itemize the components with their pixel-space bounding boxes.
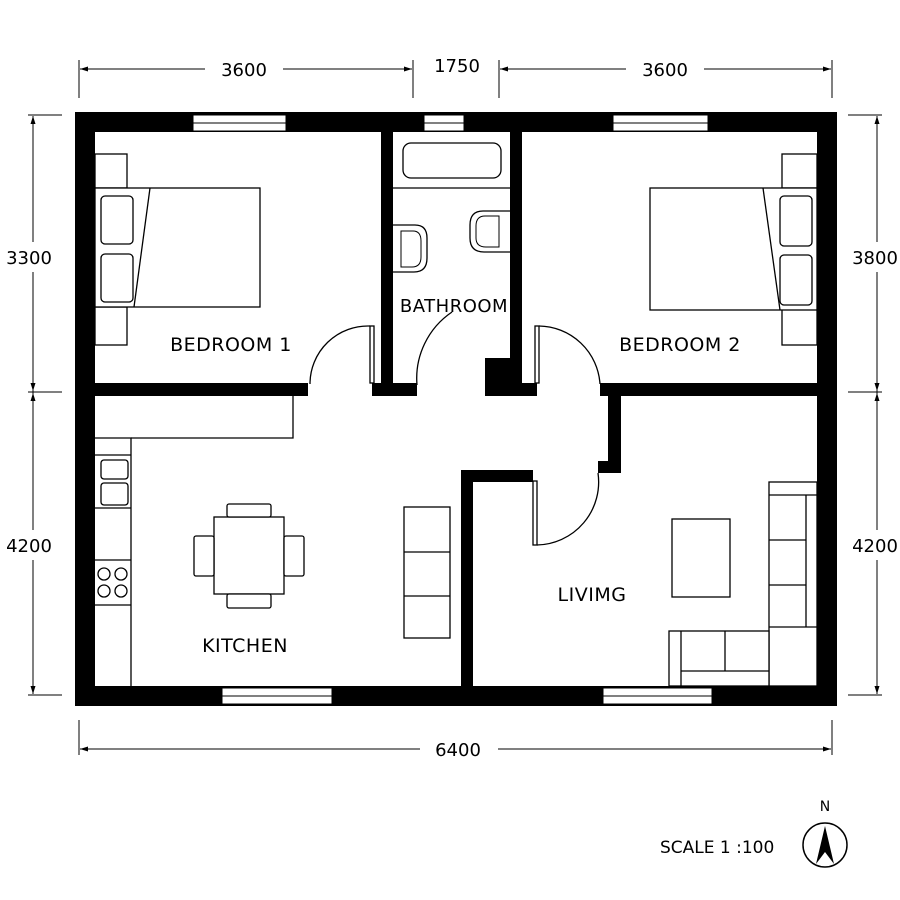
stove	[97, 567, 128, 598]
bathroom-fixtures	[393, 142, 510, 273]
pillow	[779, 195, 813, 247]
window-living	[602, 687, 713, 705]
dim-left-lower: 4200	[6, 536, 52, 557]
kitchen-furniture	[95, 396, 451, 686]
door-bedroom2	[534, 325, 601, 385]
dim-left-upper: 3300	[6, 248, 52, 269]
coffee-table	[671, 518, 731, 598]
dimension-labels: 3600 1750 3600 3300 4200 3800 4200 6400	[0, 56, 900, 763]
room-label-living: LIVIMG	[558, 584, 627, 606]
door-bedroom1	[309, 325, 375, 385]
door-bathroom	[416, 311, 453, 386]
dim-right-upper: 3800	[852, 248, 898, 269]
sideboard	[403, 506, 451, 639]
dim-bottom-total: 6400	[435, 740, 481, 761]
window-kitchen	[221, 687, 333, 705]
door-living	[532, 472, 600, 546]
wall-bathroom-west	[381, 130, 393, 395]
wall-living-west	[461, 470, 473, 690]
room-label-bedroom2: BEDROOM 2	[619, 334, 741, 356]
wall-east	[817, 112, 837, 706]
dim-right-lower: 4200	[852, 536, 898, 557]
wall-hall-east	[608, 383, 621, 473]
wall-bedroom2-stub	[485, 383, 537, 396]
nightstand-top	[781, 153, 818, 189]
wall-bedroom2-south	[600, 383, 820, 396]
nightstand-bottom	[94, 306, 128, 346]
room-label-bathroom: BATHROOM	[400, 296, 508, 317]
dim-top-left: 3600	[221, 60, 267, 81]
north-label: N	[820, 799, 830, 815]
chair	[193, 535, 215, 577]
window-bedroom2	[612, 114, 709, 132]
pillow	[100, 253, 134, 303]
chair	[226, 593, 272, 609]
dining-table	[193, 503, 305, 609]
toilet	[469, 210, 510, 253]
living-furniture	[668, 481, 818, 687]
wall-west	[75, 112, 95, 706]
bathtub	[402, 142, 502, 179]
window-bathroom	[423, 114, 465, 132]
wall-bedroom1-stub	[372, 383, 417, 396]
wall-south	[75, 686, 837, 706]
sink	[393, 224, 428, 273]
dim-top-middle: 1750	[434, 56, 480, 77]
chair	[283, 535, 305, 577]
chair	[226, 503, 272, 518]
window-bedroom1	[192, 114, 287, 132]
room-label-kitchen: KITCHEN	[202, 635, 288, 657]
scale-label: SCALE 1 :100	[660, 838, 774, 858]
sofa	[668, 481, 818, 687]
bedroom1-furniture	[94, 153, 261, 346]
pillow	[100, 195, 134, 245]
wall-bedroom1-south	[93, 383, 308, 396]
wall-living-north	[461, 470, 533, 482]
pillow	[779, 254, 813, 306]
wall-bathroom-east	[510, 130, 522, 395]
dim-top-right: 3600	[642, 60, 688, 81]
bedroom2-furniture	[649, 153, 818, 346]
nightstand-bottom	[781, 306, 818, 346]
doors	[309, 311, 601, 546]
legend: SCALE 1 :100 N	[660, 799, 848, 868]
kitchen-sink	[100, 459, 129, 480]
room-label-bedroom1: BEDROOM 1	[170, 334, 292, 356]
nightstand-top	[94, 153, 128, 189]
room-labels: BEDROOM 1 BATHROOM BEDROOM 2 KITCHEN LIV…	[170, 296, 741, 657]
windows	[192, 114, 713, 705]
wall-hall-east-foot	[598, 461, 621, 473]
north-arrow-icon: N	[802, 799, 848, 868]
